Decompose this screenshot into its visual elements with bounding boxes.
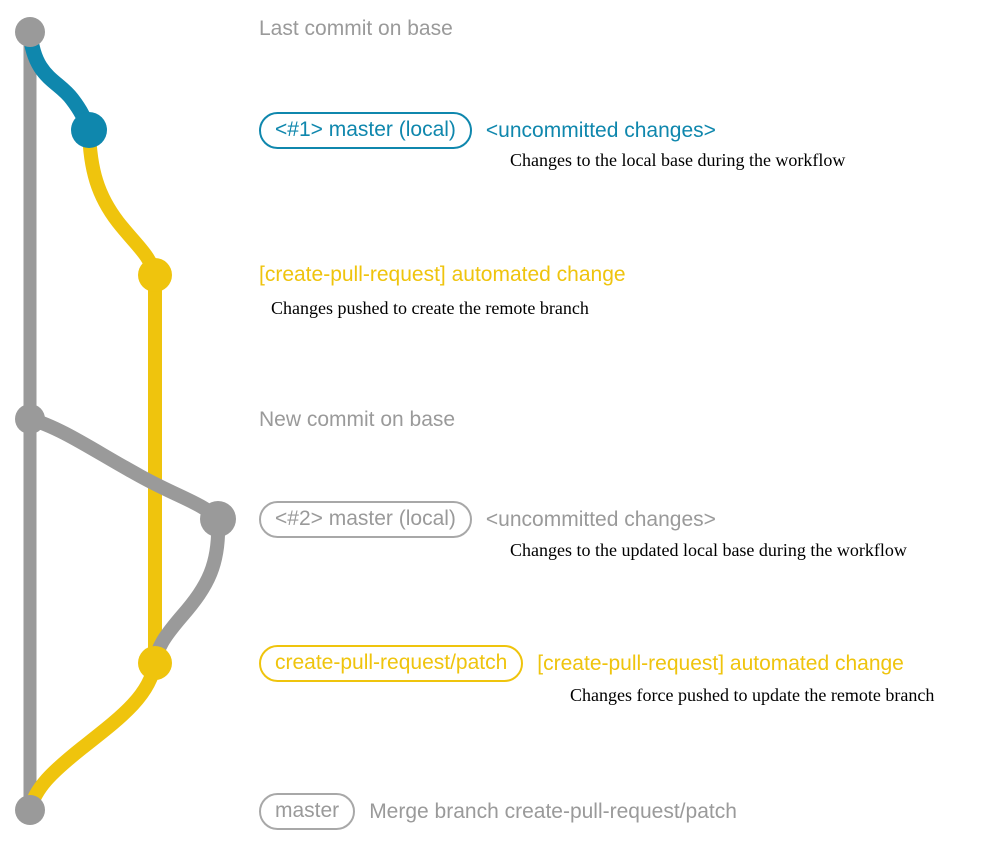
branch-tag-master[interactable]: master [259,793,356,830]
commit-row-new-commit-on-base: New commit on base [259,409,455,430]
commit-headline: <uncommitted changes> [485,508,716,531]
commit-headline: New commit on base [259,408,456,431]
commit-row-automated-change-2: create-pull-request/patch [create-pull-r… [259,645,904,682]
commit-row-last-commit-on-base: Last commit on base [259,18,453,39]
commit-node-local-1[interactable] [71,112,107,148]
edge-base-to-local-2 [23,412,225,526]
commit-row-automated-change-1: [create-pull-request] automated change [259,264,626,285]
commit-note-local-2: Changes to the updated local base during… [510,540,907,560]
commit-note-automated-change-1: Changes pushed to create the remote bran… [271,298,589,318]
commit-headline: [create-pull-request] automated change [259,263,626,286]
commit-node-new-commit-on-base[interactable] [15,404,45,434]
commit-headline: [create-pull-request] automated change [537,652,904,675]
edge-remote-2-to-merge [23,656,162,817]
commit-node-local-2[interactable] [200,501,236,537]
commit-note-local-1: Changes to the local base during the wor… [510,150,846,170]
edge-local-2-to-remote-2 [148,512,226,670]
commit-node-automated-change-1[interactable] [138,258,172,292]
commit-headline: Merge branch create-pull-request/patch [369,800,737,823]
commit-row-merge: master Merge branch create-pull-request/… [259,793,737,830]
branch-tag-create-pull-request-patch[interactable]: create-pull-request/patch [259,645,524,682]
commit-node-last-commit-on-base[interactable] [15,17,45,47]
commit-headline: <uncommitted changes> [485,119,716,142]
commit-row-local-1: <#1> master (local) <uncommitted changes… [259,112,716,149]
commit-row-local-2: <#2> master (local) <uncommitted changes… [259,501,716,538]
edge-local-1-to-remote-1 [82,123,162,282]
branch-tag-master-local-1[interactable]: <#1> master (local) [259,112,472,149]
commit-node-merge[interactable] [15,795,45,825]
commit-headline: Last commit on base [259,17,453,40]
commit-node-automated-change-2[interactable] [138,646,172,680]
branch-tag-master-local-2[interactable]: <#2> master (local) [259,501,472,538]
commit-note-automated-change-2: Changes force pushed to update the remot… [570,685,935,705]
